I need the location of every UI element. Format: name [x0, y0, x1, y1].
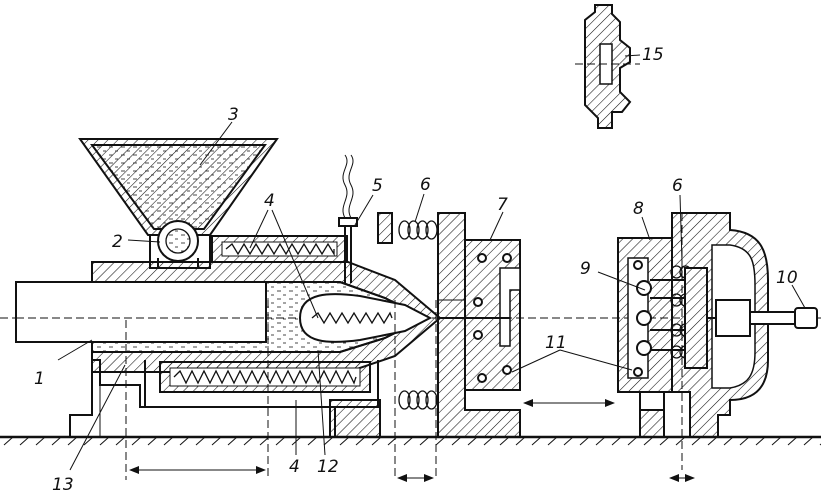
- hopper: [78, 138, 279, 269]
- spring-upper: [398, 220, 438, 240]
- upper-heater: [211, 235, 348, 263]
- label-2: 2: [112, 232, 123, 252]
- spring-lower: [398, 390, 438, 410]
- plunger: [15, 281, 267, 343]
- label-4-upper: 4: [264, 191, 275, 211]
- label-8: 8: [633, 199, 644, 219]
- label-5: 5: [372, 176, 383, 196]
- clamp-rod: [707, 299, 818, 337]
- thermocouple: [338, 154, 358, 283]
- fixed-platen: [329, 212, 521, 438]
- label-1: 1: [34, 369, 45, 389]
- lower-heater: [144, 360, 379, 408]
- leader-lines: [57, 54, 806, 471]
- label-12: 12: [317, 457, 339, 477]
- label-4-lower: 4: [289, 457, 300, 477]
- label-3: 3: [228, 105, 239, 125]
- mold-half-moving: [617, 237, 673, 393]
- label-6-ejector: 6: [672, 176, 683, 196]
- label-6-nozzle: 6: [420, 175, 431, 195]
- label-10: 10: [776, 268, 798, 288]
- label-7: 7: [497, 195, 508, 215]
- label-11: 11: [545, 333, 567, 353]
- feeder-dosing-unit: [157, 220, 199, 268]
- label-13: 13: [52, 475, 74, 495]
- molded-part: [575, 4, 640, 129]
- label-15: 15: [642, 45, 664, 65]
- mold-half-fixed: [440, 239, 521, 391]
- ground: [0, 435, 821, 446]
- torpedo: [298, 293, 433, 343]
- label-9: 9: [580, 259, 591, 279]
